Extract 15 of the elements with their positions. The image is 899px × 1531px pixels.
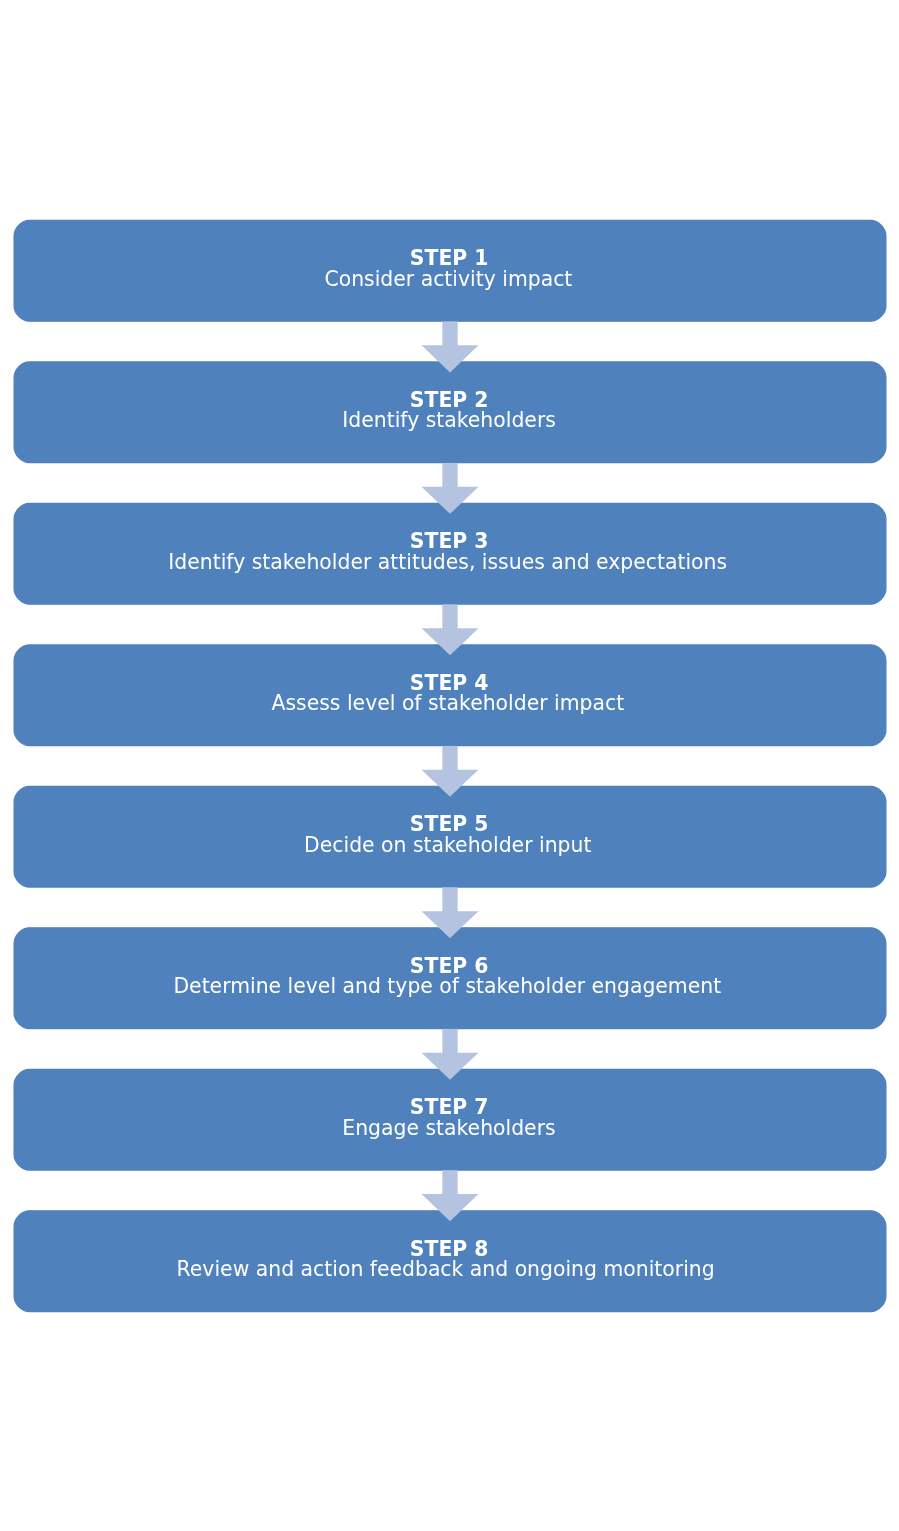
- node-box: STEP 7 Engage stakeholders: [12, 1068, 887, 1171]
- node-box: STEP 4 Assess level of stakeholder impact: [12, 643, 887, 746]
- arrow: [421, 1169, 478, 1221]
- arrow: [421, 1028, 478, 1080]
- arrow: [421, 603, 478, 655]
- node-box: STEP 8 Review and action feedback and ongoing monitoring: [12, 1209, 887, 1312]
- arrow: [421, 886, 478, 938]
- node-box: STEP 3 Identify stakeholder attitudes, issues and expectations: [12, 502, 887, 605]
- arrow: [421, 321, 478, 372]
- node-box: STEP 1 Consider activity impact: [12, 219, 887, 322]
- node-box: STEP 5 Decide on stakeholder input: [12, 785, 887, 888]
- arrow: [421, 462, 478, 514]
- arrow: [421, 745, 478, 797]
- node-box: STEP 2 Identify stakeholders: [12, 360, 887, 463]
- node-box: STEP 6 Determine level and type of stakeholder engagement: [12, 926, 887, 1029]
